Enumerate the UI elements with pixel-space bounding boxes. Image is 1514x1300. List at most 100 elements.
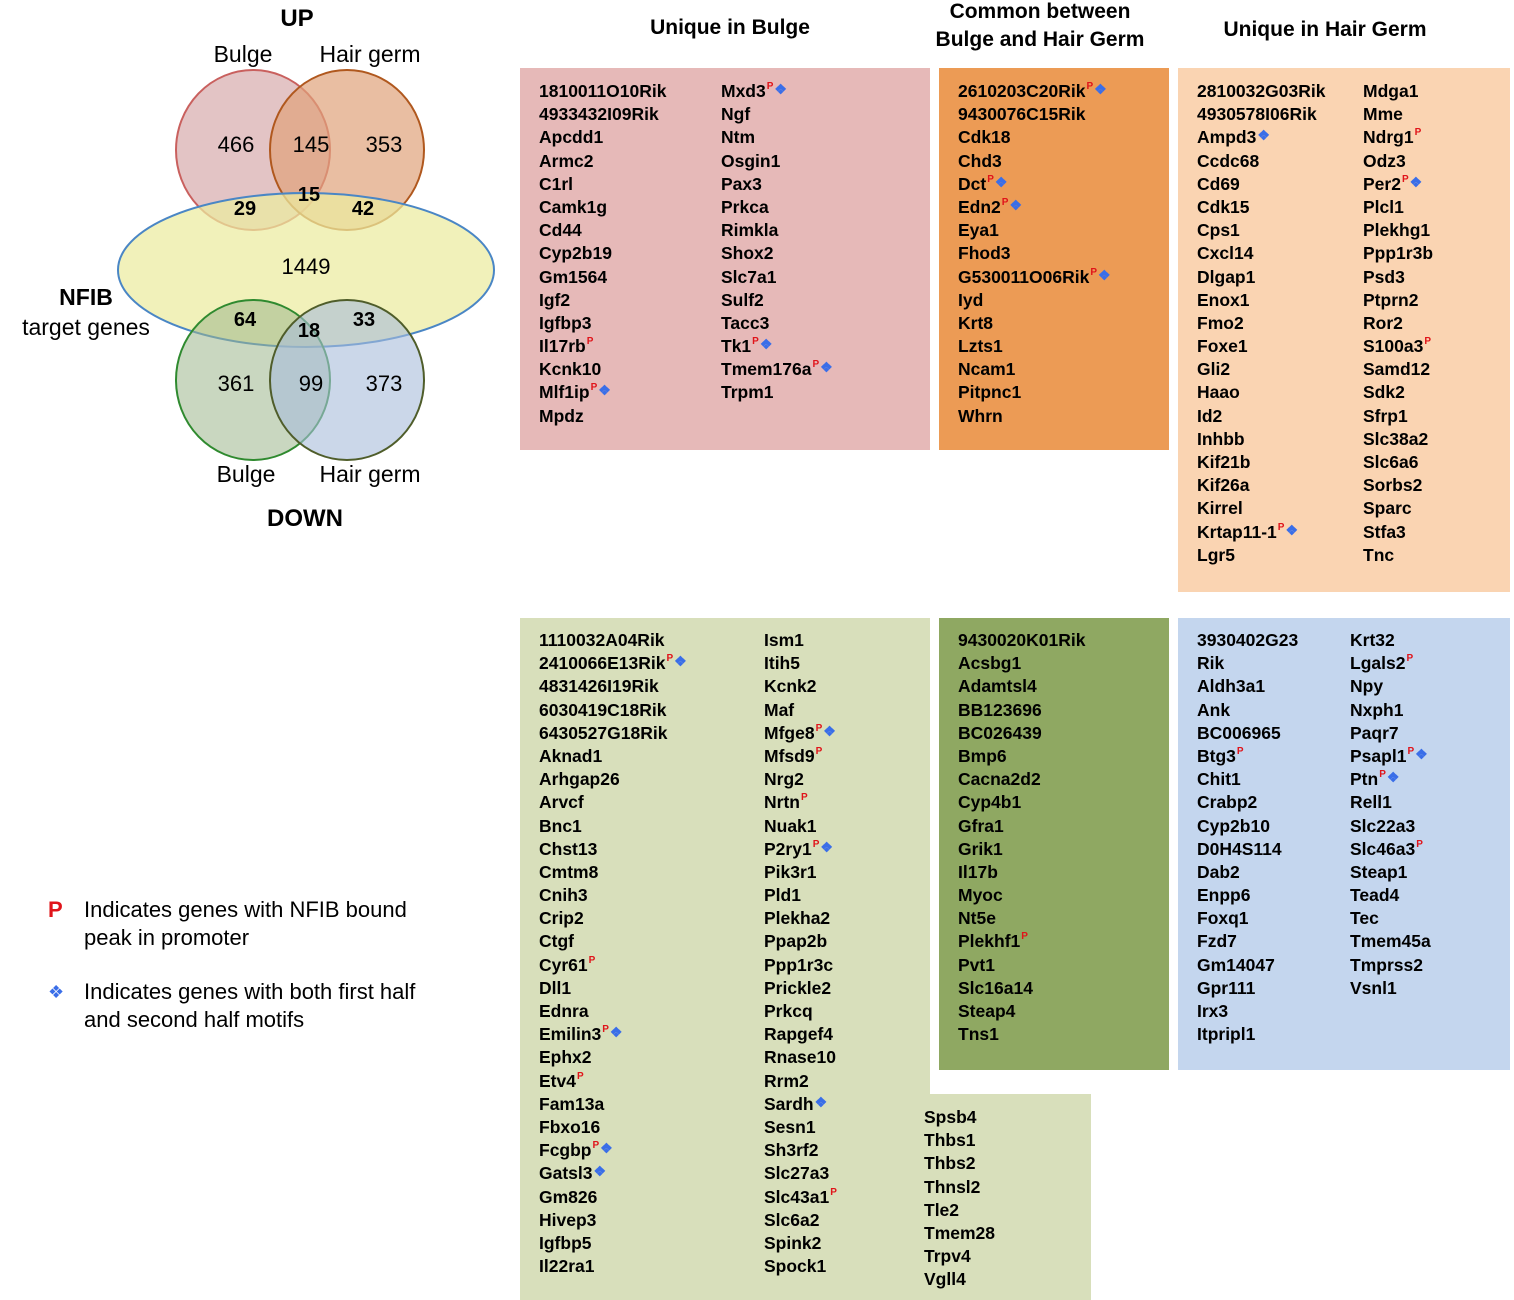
up-common-box <box>939 68 1169 450</box>
gene-name: 4831426I19Rik <box>539 676 659 697</box>
gene-name: Steap4 <box>958 1001 1016 1021</box>
gene-name: Spsb4 <box>924 1107 977 1127</box>
gene-item: Il22ra1 <box>539 1255 687 1278</box>
gene-name: Pld1 <box>764 885 801 906</box>
gene-item: Myoc <box>958 884 1085 907</box>
gene-name: Vgll4 <box>924 1269 966 1290</box>
legend-p-text-line2: peak in promoter <box>84 925 250 950</box>
promoter-peak-marker: P <box>1401 173 1409 185</box>
gene-name: D0H4S114 <box>1197 838 1282 859</box>
gene-name: Il17rb <box>539 336 586 357</box>
up-all-count: 15 <box>298 184 320 206</box>
legend-motifs: ❖ Indicates genes with both first half a… <box>48 978 498 1034</box>
gene-item: Nuak1 <box>764 815 837 838</box>
gene-name: Ppp1r3b <box>1363 243 1434 264</box>
gene-item: Ednra <box>539 1000 687 1023</box>
motif-icon: ❖ <box>759 336 773 353</box>
gene-name: Cxcl14 <box>1197 243 1254 264</box>
up-bulge-only-count: 466 <box>218 132 255 157</box>
gene-name: Rik <box>1197 653 1225 674</box>
gene-name: Npy <box>1350 676 1384 697</box>
gene-item: Ror2 <box>1363 312 1433 335</box>
gene-name: 3930402G23 <box>1197 630 1299 650</box>
gene-item: Ntm <box>721 126 833 149</box>
promoter-peak-marker: P <box>588 954 596 966</box>
gene-item: Slc27a3 <box>764 1162 837 1185</box>
gene-name: Fcgbp <box>539 1140 592 1161</box>
gene-name: Irx3 <box>1197 1001 1229 1021</box>
promoter-peak-marker: P <box>586 336 594 348</box>
gene-item: Mfsd9P <box>764 745 837 768</box>
gene-item: 6430527G18Rik <box>539 722 687 745</box>
gene-item: Vgll4 <box>924 1268 995 1291</box>
gene-item: Ephx2 <box>539 1046 687 1069</box>
promoter-peak-marker: P <box>1407 745 1415 757</box>
gene-name: Plekhf1 <box>958 931 1021 952</box>
gene-name: Kcnk10 <box>539 359 602 380</box>
promoter-peak-marker: P <box>1236 745 1244 757</box>
gene-item: Shox2 <box>721 242 833 265</box>
gene-item: Slc7a1 <box>721 266 833 289</box>
gene-item: Mlf1ipP❖ <box>539 381 666 404</box>
gene-item: Thnsl2 <box>924 1176 995 1199</box>
gene-name: Slc6a6 <box>1363 452 1419 472</box>
motif-icon: ❖ <box>1098 266 1111 283</box>
gene-name: Ncam1 <box>958 359 1016 380</box>
gene-item: Plekhg1 <box>1363 219 1433 242</box>
gene-item: Samd12 <box>1363 358 1433 381</box>
gene-name: Slc6a2 <box>764 1209 820 1230</box>
gene-item: P2ry1P❖ <box>764 838 837 861</box>
gene-item: D0H4S114 <box>1197 838 1298 861</box>
gene-item: Ppp1r3b <box>1363 242 1433 265</box>
up-hg-nfib-count: 42 <box>352 198 374 220</box>
gene-name: Spink2 <box>764 1232 822 1253</box>
gene-name: Inhbb <box>1197 428 1245 449</box>
promoter-peak-marker: P <box>666 653 674 665</box>
gene-name: Mpdz <box>539 405 584 426</box>
down-hair-germ-box <box>1178 618 1510 1070</box>
gene-item: Ncam1 <box>958 358 1111 381</box>
gene-name: Chd3 <box>958 150 1002 171</box>
gene-item: Btg3P <box>1197 745 1298 768</box>
gene-name: Trpm1 <box>721 382 774 403</box>
gene-item: Cnih3 <box>539 884 687 907</box>
gene-name: Ccdc68 <box>1197 150 1260 171</box>
gene-item: Itih5 <box>764 652 837 675</box>
gene-item: Krtap11-1P❖ <box>1197 521 1325 544</box>
gene-name: Eya1 <box>958 220 999 241</box>
gene-item: Ptprn2 <box>1363 289 1433 312</box>
promoter-peak-marker: P <box>602 1024 609 1036</box>
gene-name: Tec <box>1350 908 1379 929</box>
gene-item: Slc46a3P <box>1350 838 1431 861</box>
gene-name: Fmo2 <box>1197 312 1244 333</box>
gene-name: Slc22a3 <box>1350 815 1416 836</box>
gene-name: Haao <box>1197 382 1240 403</box>
gene-item: Enox1 <box>1197 289 1325 312</box>
gene-name: Rell1 <box>1350 792 1392 813</box>
gene-name: Nuak1 <box>764 815 817 836</box>
gene-item: Trpv4 <box>924 1245 995 1268</box>
gene-item: Tead4 <box>1350 884 1431 907</box>
gene-item: Prkca <box>721 196 833 219</box>
gene-item: Mpdz <box>539 405 666 428</box>
gene-item: Ampd3❖ <box>1197 126 1325 149</box>
gene-item: Slc6a2 <box>764 1209 837 1232</box>
gene-item: Kif21b <box>1197 451 1325 474</box>
gene-item: Pld1 <box>764 884 837 907</box>
gene-name: Kif21b <box>1197 452 1251 472</box>
gene-item: Slc22a3 <box>1350 815 1431 838</box>
gene-item: Steap4 <box>958 1000 1085 1023</box>
gene-name: Foxq1 <box>1197 908 1249 929</box>
gene-name: Krtap11-1 <box>1197 521 1277 542</box>
gene-name: BB123696 <box>958 699 1042 720</box>
gene-item: Lgals2P <box>1350 652 1431 675</box>
gene-name: Dab2 <box>1197 861 1240 882</box>
down-hg-nfib-count: 33 <box>353 309 375 331</box>
gene-name: Acsbg1 <box>958 653 1022 674</box>
gene-name: Slc46a3 <box>1350 838 1416 859</box>
gene-name: Cyp2b10 <box>1197 815 1270 836</box>
gene-item: Sdk2 <box>1363 381 1433 404</box>
gene-name: Ngf <box>721 104 751 125</box>
